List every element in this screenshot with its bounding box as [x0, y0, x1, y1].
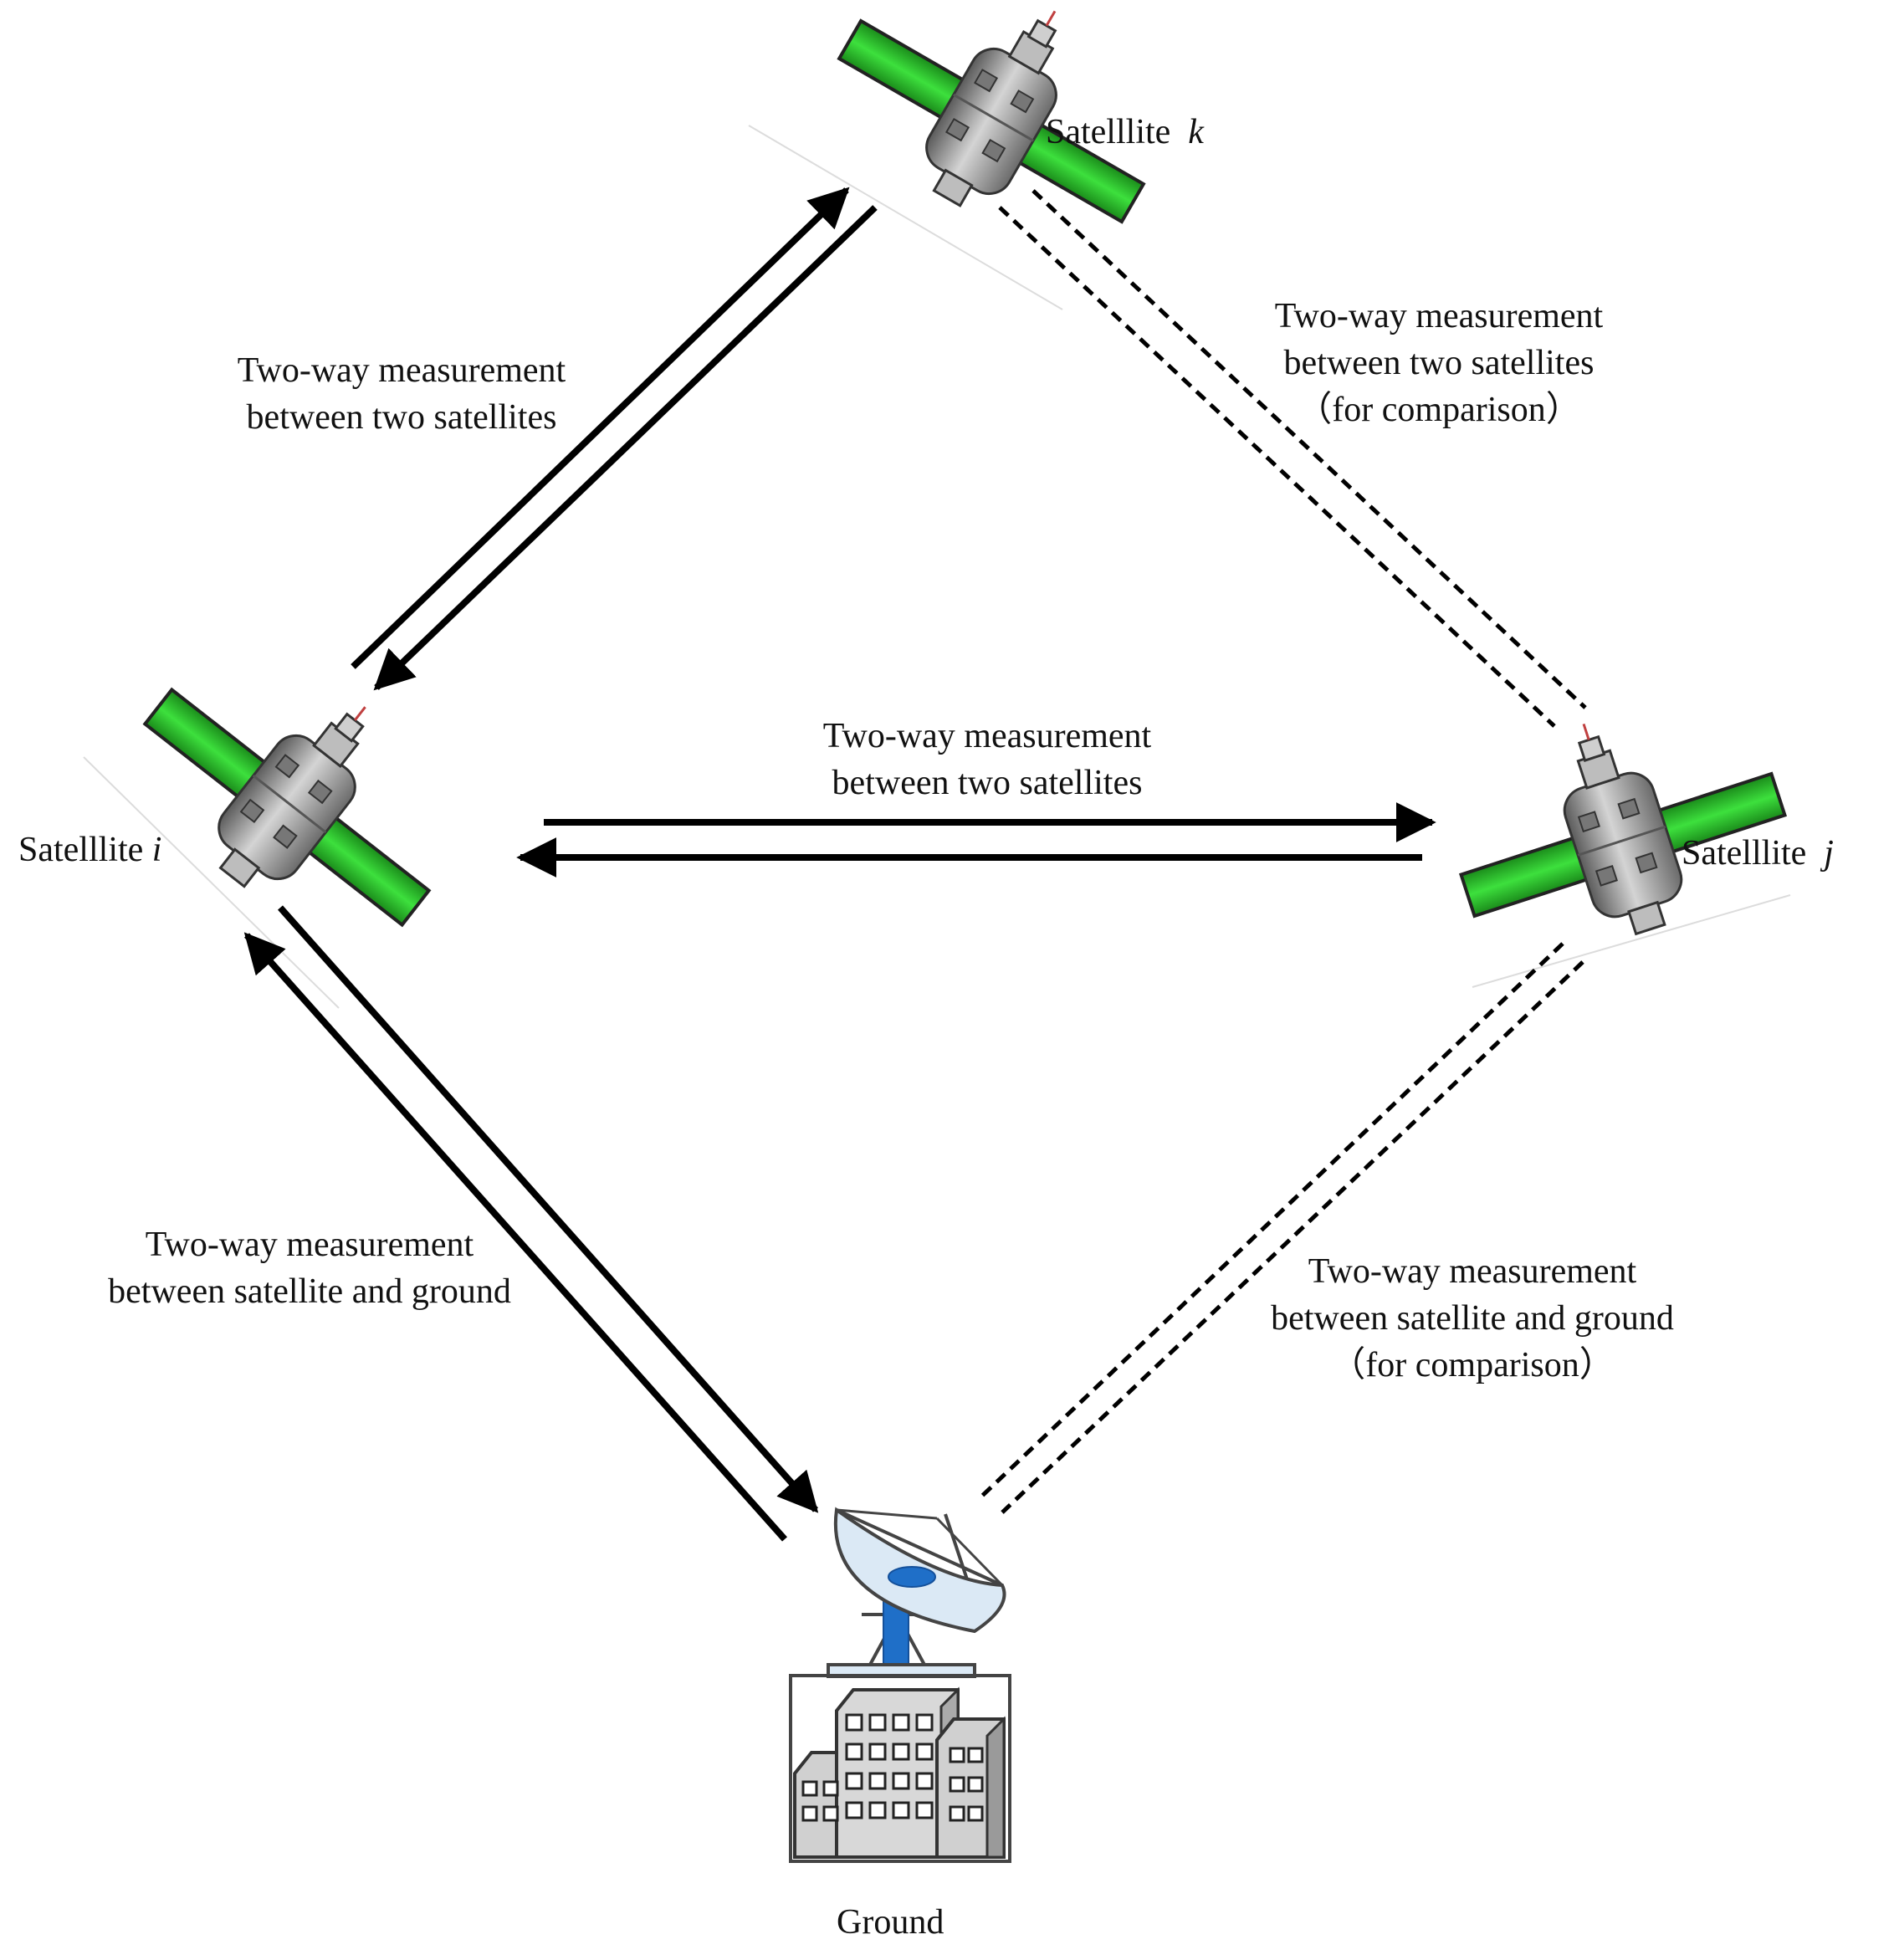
satellite-i-icon: [102, 605, 496, 980]
dashed-link-k-j: [1031, 189, 1587, 709]
satellite-j-name: Satelllite: [1682, 834, 1807, 873]
label-link-k-j-line2: between two satellites: [1283, 344, 1595, 382]
dashed-link-j-ground: [1001, 960, 1584, 1514]
satellite-j-id: j: [1824, 834, 1834, 873]
ground-station-icon: [789, 1507, 1011, 1863]
label-link-i-k: Two-way measurement between two satellit…: [192, 347, 611, 441]
label-link-k-j-line1: Two-way measurement: [1274, 297, 1604, 335]
arrow-ground-to-i: [243, 932, 787, 1542]
label-link-i-ground-line2: between satellite and ground: [108, 1272, 511, 1311]
guide-line: [83, 756, 340, 1009]
label-link-i-k-line2: between two satellites: [246, 398, 557, 437]
satellite-j-icon: [1426, 672, 1808, 982]
satellite-k-name: Satelllite: [1046, 113, 1171, 151]
dashed-link-k-j: [998, 206, 1556, 728]
satellite-j-label: Satelllite j: [1682, 830, 1834, 877]
label-link-j-ground-line3: （for comparison）: [1330, 1346, 1615, 1384]
label-link-i-ground-line1: Two-way measurement: [145, 1226, 474, 1264]
arrow-i-to-ground: [278, 905, 819, 1513]
guide-line: [1472, 894, 1791, 988]
label-link-j-ground: Two-way measurement between satellite an…: [1221, 1248, 1723, 1389]
satellite-i-name: Satelllite: [18, 831, 144, 869]
label-link-k-j: Two-way measurement between two satellit…: [1230, 293, 1648, 433]
label-link-i-j-line1: Two-way measurement: [822, 717, 1152, 755]
arrow-i-to-k: [351, 187, 850, 669]
dashed-link-j-ground: [979, 942, 1564, 1499]
label-link-i-k-line1: Two-way measurement: [237, 351, 566, 390]
guide-line: [748, 125, 1063, 310]
satellite-k-label: Satelllite k: [1046, 109, 1204, 156]
arrow-k-to-i: [373, 205, 878, 691]
ground-label: Ground: [837, 1903, 944, 1942]
label-link-i-j-line2: between two satellites: [832, 764, 1143, 802]
label-link-j-ground-line1: Two-way measurement: [1308, 1252, 1637, 1291]
label-link-i-j: Two-way measurement between two satellit…: [778, 713, 1196, 806]
label-link-k-j-line3: （for comparison）: [1297, 391, 1581, 429]
label-link-i-ground: Two-way measurement between satellite an…: [75, 1221, 544, 1315]
satellite-i-id: i: [151, 831, 162, 869]
satellite-i-label: Satelllite i: [18, 826, 161, 873]
label-link-j-ground-line2: between satellite and ground: [1271, 1299, 1674, 1338]
satellite-k-id: k: [1188, 113, 1204, 151]
